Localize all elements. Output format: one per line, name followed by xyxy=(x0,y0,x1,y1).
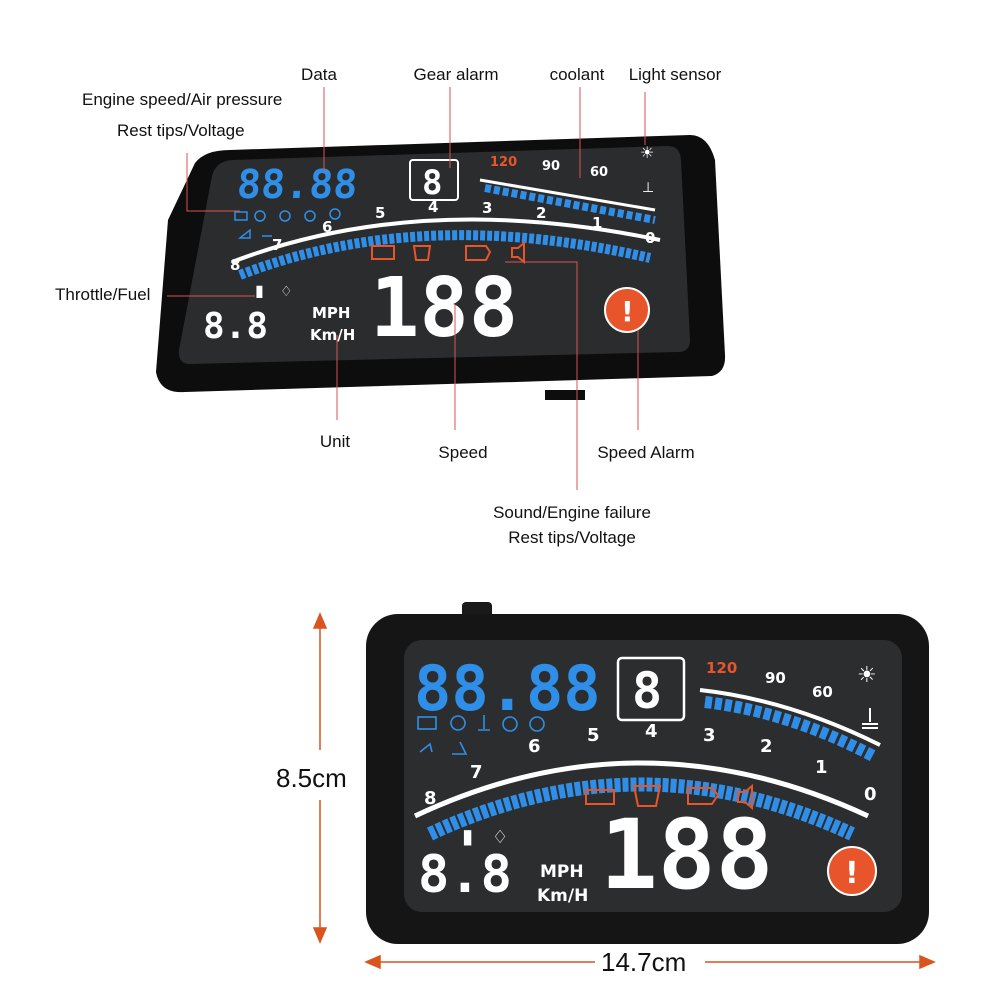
rpm-mark: 6 xyxy=(528,736,541,757)
callout-lines xyxy=(167,87,646,490)
hud-coolant-120-top: 120 xyxy=(490,155,517,170)
callout-coolant: coolant xyxy=(549,65,605,84)
hud-foot-top xyxy=(545,390,585,400)
engine-icon xyxy=(465,245,492,261)
battery-icon xyxy=(585,789,615,805)
throttle-icon: ♢ xyxy=(280,284,293,300)
hud-unit-kmh-top: Km/H xyxy=(310,326,355,344)
callout-light-sensor: Light sensor xyxy=(628,65,722,84)
hud-data-digits-top: 88.88 xyxy=(235,162,359,208)
hud-rpm-arc-white-top xyxy=(231,217,661,264)
sound-icon xyxy=(737,783,753,811)
hud-speed-digits-top: 188 xyxy=(370,261,518,356)
hud-coolant-60: 60 xyxy=(812,683,833,701)
gauge-icon xyxy=(450,715,466,731)
hud-coolant-60-top: 60 xyxy=(590,165,608,180)
hud-coolant-bar-top xyxy=(479,178,656,224)
sun-icon: ☀ xyxy=(640,143,654,162)
hud-gear-digit-top: 8 xyxy=(422,163,442,203)
thermometer-icon: ⊥ xyxy=(642,180,654,196)
hud-screen xyxy=(404,640,902,912)
rpm-mark: 7 xyxy=(272,236,282,254)
callout-speed: Speed xyxy=(438,443,488,462)
battery-icon xyxy=(417,716,437,730)
rpm-mark: 1 xyxy=(592,214,602,232)
hud-warning-icons xyxy=(585,783,753,811)
hud-status-icons xyxy=(417,715,545,755)
alert-icon xyxy=(604,287,650,333)
rpm-mark: 3 xyxy=(482,199,492,217)
hud-coolant-90: 90 xyxy=(765,669,786,687)
rpm-mark: 4 xyxy=(645,721,658,742)
rpm-mark: 4 xyxy=(428,198,438,216)
callout-rest-tips-top: Rest tips/Voltage xyxy=(117,121,245,140)
rpm-mark: 0 xyxy=(864,784,877,805)
callout-gear-alarm: Gear alarm xyxy=(413,65,499,84)
hud-gear-box xyxy=(616,656,686,722)
rpm-mark: 5 xyxy=(375,204,385,222)
hud-alarm-symbol-top: ! xyxy=(621,295,634,328)
hud-screen-top xyxy=(178,146,690,364)
hud-speed-digits: 188 xyxy=(600,799,773,911)
fuel-icon: ▮ xyxy=(462,824,473,848)
hud-perspective-diagram: 88.88 8 120 90 60 ☀ ⊥ 8 7 6 5 4 3 2 1 0 … xyxy=(156,87,726,490)
callout-engine-speed: Engine speed/Air pressure xyxy=(82,90,283,109)
callout-sound-engine: Sound/Engine failure xyxy=(493,503,651,522)
hud-coolant-90-top: 90 xyxy=(542,159,560,174)
rpm-mark: 7 xyxy=(470,762,483,783)
rpm-mark: 6 xyxy=(322,218,332,236)
throttle-icon: ♢ xyxy=(492,827,508,848)
rpm-mark: 8 xyxy=(230,256,240,274)
hud-coolant-line xyxy=(699,688,881,747)
hud-small-digits-top: 8.8 xyxy=(203,306,268,347)
coffee-icon xyxy=(412,245,432,261)
engine-icon xyxy=(687,787,720,805)
hud-rpm-labels: 8 7 6 5 4 3 2 1 0 xyxy=(424,721,877,809)
rpm-mark: 5 xyxy=(587,725,600,746)
hud-coolant-120: 120 xyxy=(706,659,737,677)
thermometer-icon xyxy=(862,708,878,729)
rpm-icon xyxy=(529,716,545,732)
hud-rpm-arc-blue xyxy=(427,777,855,841)
hud-unit-mph-top: MPH xyxy=(312,304,350,322)
gauge-icon xyxy=(502,716,518,732)
hud-data-digits: 88.88 xyxy=(414,652,601,725)
rpm-mark: 0 xyxy=(645,229,655,247)
callout-speed-alarm: Speed Alarm xyxy=(597,443,695,462)
rpm-mark: 2 xyxy=(760,736,773,757)
hud-status-icons-top xyxy=(234,208,341,239)
dimension-arrows xyxy=(312,612,936,970)
angle-icon xyxy=(452,741,468,755)
callout-data: Data xyxy=(301,65,337,84)
hud-front-view: 88.88 8 120 90 60 ☀ 8 7 6 5 4 3 2 1 0 xyxy=(312,602,936,970)
dimension-height: 8.5cm xyxy=(276,763,347,793)
hud-coolant-bar xyxy=(704,696,878,763)
hud-gear-digit: 8 xyxy=(632,662,662,720)
hud-rpm-arc-blue-top xyxy=(238,230,652,280)
callout-rest-tips-bottom: Rest tips/Voltage xyxy=(508,528,636,547)
callout-unit: Unit xyxy=(319,432,351,451)
hud-rpm-arc-white xyxy=(413,760,870,819)
sun-icon: ☀ xyxy=(857,663,877,688)
dimension-width: 14.7cm xyxy=(601,947,687,977)
callout-throttle-fuel: Throttle/Fuel xyxy=(55,285,151,304)
hud-alarm-symbol: ! xyxy=(845,856,859,891)
thermometer-icon xyxy=(478,715,490,731)
alert-icon xyxy=(827,846,877,896)
battery-icon xyxy=(371,245,395,260)
hud-small-digits: 8.8 xyxy=(418,845,512,905)
rpm-mark: 3 xyxy=(703,725,716,746)
rpm-mark: 1 xyxy=(815,757,828,778)
hud-gear-box-top xyxy=(409,159,459,201)
rpm-mark: 2 xyxy=(536,204,546,222)
hud-rpm-labels-top: 8 7 6 5 4 3 2 1 0 xyxy=(230,198,655,274)
hud-unit-mph: MPH xyxy=(540,862,584,882)
hud-unit-kmh: Km/H xyxy=(537,886,588,906)
coffee-icon xyxy=(632,785,662,807)
fuel-icon: ▮ xyxy=(255,281,264,300)
rpm-mark: 8 xyxy=(424,788,437,809)
throttle-icon xyxy=(419,742,433,753)
